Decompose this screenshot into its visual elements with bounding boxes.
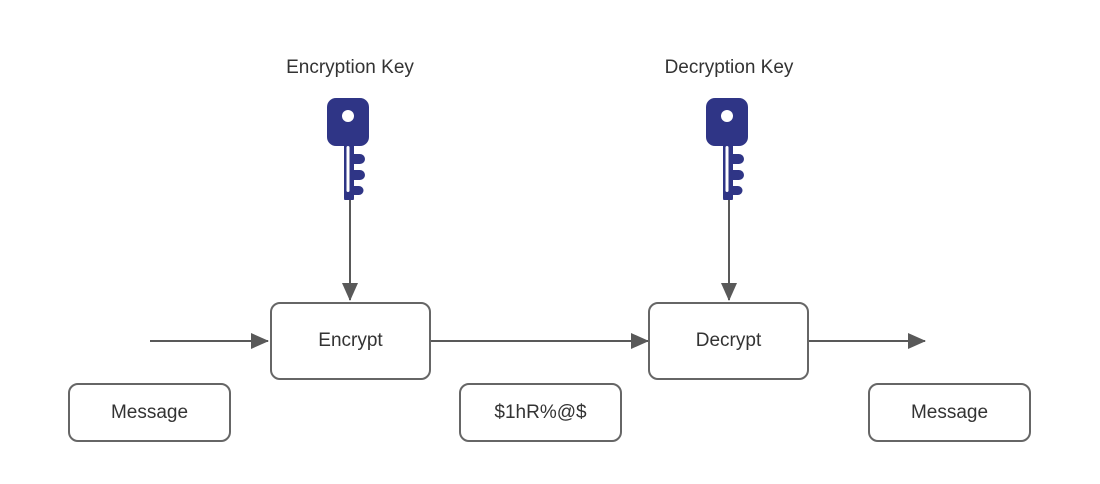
encryption-key-label: Encryption Key bbox=[286, 57, 414, 78]
encryption-key-icon bbox=[327, 98, 373, 203]
decryption-key-label: Decryption Key bbox=[664, 57, 794, 78]
ciphertext-node[interactable]: $1hR%@$ bbox=[459, 383, 622, 442]
message-output-node[interactable]: Message bbox=[868, 383, 1031, 442]
encrypt-node[interactable]: Encrypt bbox=[270, 302, 431, 380]
decrypt-node[interactable]: Decrypt bbox=[648, 302, 809, 380]
decryption-key-icon bbox=[706, 98, 752, 203]
message-input-node[interactable]: Message bbox=[68, 383, 231, 442]
